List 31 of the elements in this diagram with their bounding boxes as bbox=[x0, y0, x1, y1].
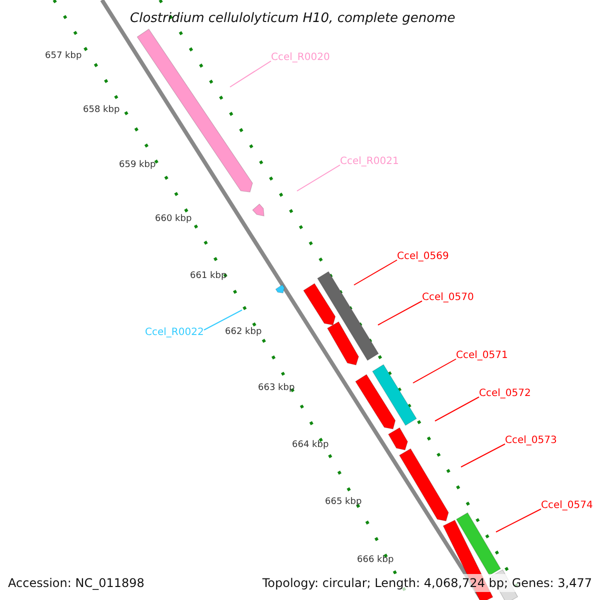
leader-line bbox=[496, 508, 542, 532]
leader-line bbox=[296, 164, 340, 192]
position-label: 662 kbp bbox=[225, 326, 262, 338]
position-label: 666 kbp bbox=[357, 554, 394, 566]
leader-line bbox=[354, 260, 398, 286]
gene-label: Ccel_R0020 bbox=[271, 51, 330, 65]
accession-text: Accession: NC_011898 bbox=[8, 575, 144, 592]
gene-label: Ccel_0569 bbox=[397, 250, 449, 264]
title: Clostridium cellulolyticum H10, complete genome bbox=[130, 10, 456, 28]
gene-label: Ccel_R0022 bbox=[145, 326, 204, 340]
leader-line bbox=[204, 310, 242, 330]
position-label: 659 kbp bbox=[119, 159, 156, 171]
position-label: 665 kbp bbox=[325, 496, 362, 508]
gene-label: Ccel_0572 bbox=[479, 387, 531, 401]
gene-label: Ccel_R0021 bbox=[340, 155, 399, 169]
position-label: 657 kbp bbox=[45, 50, 82, 62]
leader-line bbox=[378, 300, 422, 326]
gene-label: Ccel_0573 bbox=[505, 434, 557, 448]
leader-line bbox=[230, 60, 272, 88]
position-label: 661 kbp bbox=[190, 270, 227, 282]
position-label: 663 kbp bbox=[258, 382, 295, 394]
position-label: 658 kbp bbox=[83, 104, 120, 116]
gene-label: Ccel_0571 bbox=[456, 349, 508, 363]
leader-line bbox=[434, 396, 480, 422]
position-label: 664 kbp bbox=[292, 439, 329, 451]
gene-label: Ccel_0570 bbox=[422, 291, 474, 305]
gene-label: Ccel_0574 bbox=[541, 499, 593, 513]
leader-line bbox=[460, 444, 506, 468]
genome-info-text: Topology: circular; Length: 4,068,724 bp; Genes: 3,477 bbox=[262, 574, 592, 592]
position-label: 660 kbp bbox=[155, 213, 192, 225]
leader-line bbox=[412, 358, 456, 384]
